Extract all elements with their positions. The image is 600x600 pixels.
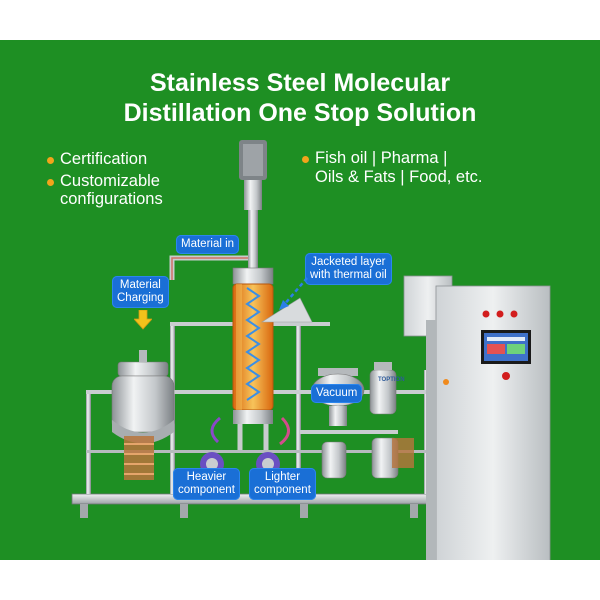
label-lighter-line-2: component: [254, 484, 311, 496]
pointer-arrow-icon: [279, 277, 308, 310]
brand-logo: TOPTION: [378, 377, 405, 383]
label-heavier-line-2: component: [178, 484, 235, 496]
down-arrow-icon: [134, 310, 152, 330]
label-charging-line-1: Material: [119, 279, 161, 291]
label-lighter-component: Lighter component: [249, 468, 316, 500]
feature-certification: Certification: [60, 150, 148, 168]
label-lighter-line-1: Lighter: [264, 471, 301, 483]
title-line-2: Distillation One Stop Solution: [123, 99, 477, 127]
label-vacuum: Vacuum: [311, 384, 363, 403]
product-banner: Stainless Steel Molecular Distillation O…: [0, 40, 600, 560]
label-jacketed-layer: Jacketed layer with thermal oil: [305, 253, 392, 285]
feature-applications-1: Fish oil | Pharma |: [315, 149, 448, 167]
bullet-dot: [47, 179, 54, 186]
label-jacketed-line-2: with thermal oil: [310, 269, 387, 281]
label-material-in: Material in: [176, 235, 240, 254]
feature-customizable: Customizable: [60, 172, 160, 190]
bullet-dot: [302, 156, 309, 163]
feature-configurations: configurations: [60, 190, 163, 208]
title-line-1: Stainless Steel Molecular: [149, 69, 451, 97]
label-jacketed-line-1: Jacketed layer: [311, 256, 386, 268]
label-charging-line-2: Charging: [117, 292, 164, 304]
label-heavier-line-1: Heavier: [186, 471, 227, 483]
page-title: Stainless Steel Molecular Distillation O…: [0, 68, 600, 128]
feature-applications-2: Oils & Fats | Food, etc.: [315, 168, 483, 186]
distillation-machine-illustration: [71, 140, 551, 560]
label-material-charging: Material Charging: [112, 276, 169, 308]
bullet-dot: [47, 157, 54, 164]
label-heavier-component: Heavier component: [173, 468, 240, 500]
